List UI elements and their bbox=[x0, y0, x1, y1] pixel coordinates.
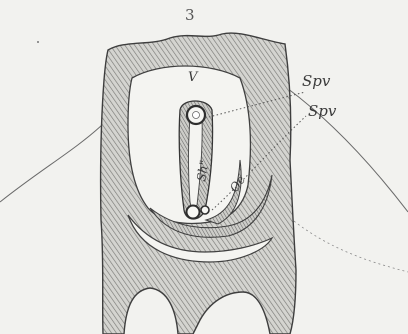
right-body-contour bbox=[287, 88, 408, 212]
lower-spv-vessel-small bbox=[201, 206, 209, 214]
label-spv-upper: Spv bbox=[302, 72, 331, 90]
label-v: V bbox=[188, 70, 199, 85]
upper-spv-lumen bbox=[193, 112, 200, 119]
label-spv-lower: Spv bbox=[308, 102, 337, 120]
stray-dot bbox=[37, 41, 39, 43]
figure-number: 3 bbox=[185, 6, 195, 24]
right-lower-contour bbox=[290, 218, 408, 272]
lower-spv-vessel bbox=[187, 206, 200, 219]
left-body-contour bbox=[0, 125, 102, 202]
